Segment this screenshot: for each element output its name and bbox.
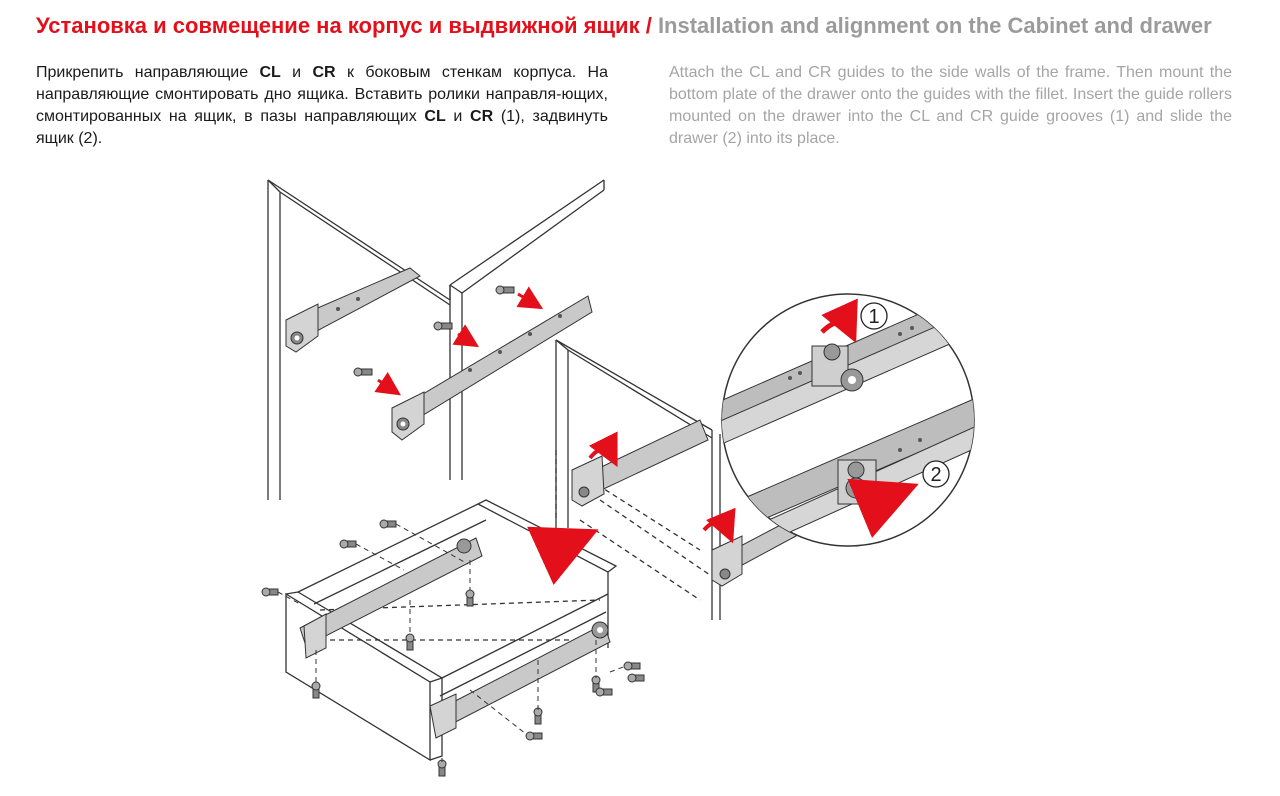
insert-arrow — [527, 526, 599, 585]
drawer-dashed-guides — [277, 523, 627, 762]
ru-text-4: и — [445, 108, 471, 125]
cabinet-screws — [353, 285, 544, 396]
drawer-screws — [261, 519, 645, 777]
instructions-english: Attach the CL and CR guides to the side … — [669, 64, 1232, 147]
ru-cl-1: CL — [259, 64, 281, 81]
middle-rail-front — [702, 507, 797, 587]
drawer-rail-right — [429, 621, 611, 739]
ru-cr-1: CR — [312, 64, 336, 81]
drawer-rail-left — [299, 537, 483, 659]
detail-zoom-circle: 1 2 — [721, 293, 975, 547]
middle-cabinet — [555, 339, 721, 620]
ru-text-3: к боковым стенкам корпуса. На направляющ… — [36, 64, 609, 125]
step-1-callout — [860, 302, 888, 330]
title-russian: Установка и совмещение на корпус и выдви… — [36, 13, 640, 38]
cabinet-rail-left — [285, 267, 421, 353]
title-separator: / — [639, 13, 658, 38]
cabinet-rail-right — [391, 295, 593, 441]
middle-rail — [571, 419, 709, 507]
page-title: Установка и совмещение на корпус и выдви… — [36, 12, 1256, 40]
step-2-label: 2 — [930, 464, 941, 486]
ru-cl-2: CL — [424, 108, 446, 125]
ru-text-1: Прикрепить направляющие — [36, 64, 260, 81]
title-english: Installation and alignment on the Cabine… — [657, 13, 1212, 38]
ru-text-2: и — [280, 64, 313, 81]
step-1-label: 1 — [868, 306, 879, 328]
ru-cr-2: CR — [470, 108, 494, 125]
step-2-callout — [922, 460, 950, 488]
cabinet-drawing — [267, 179, 605, 500]
instructions-russian: Прикрепить направляющие CL и CR к боковы… — [36, 62, 608, 150]
ru-text-5: (1), задвинуть ящик (2). — [36, 108, 609, 147]
